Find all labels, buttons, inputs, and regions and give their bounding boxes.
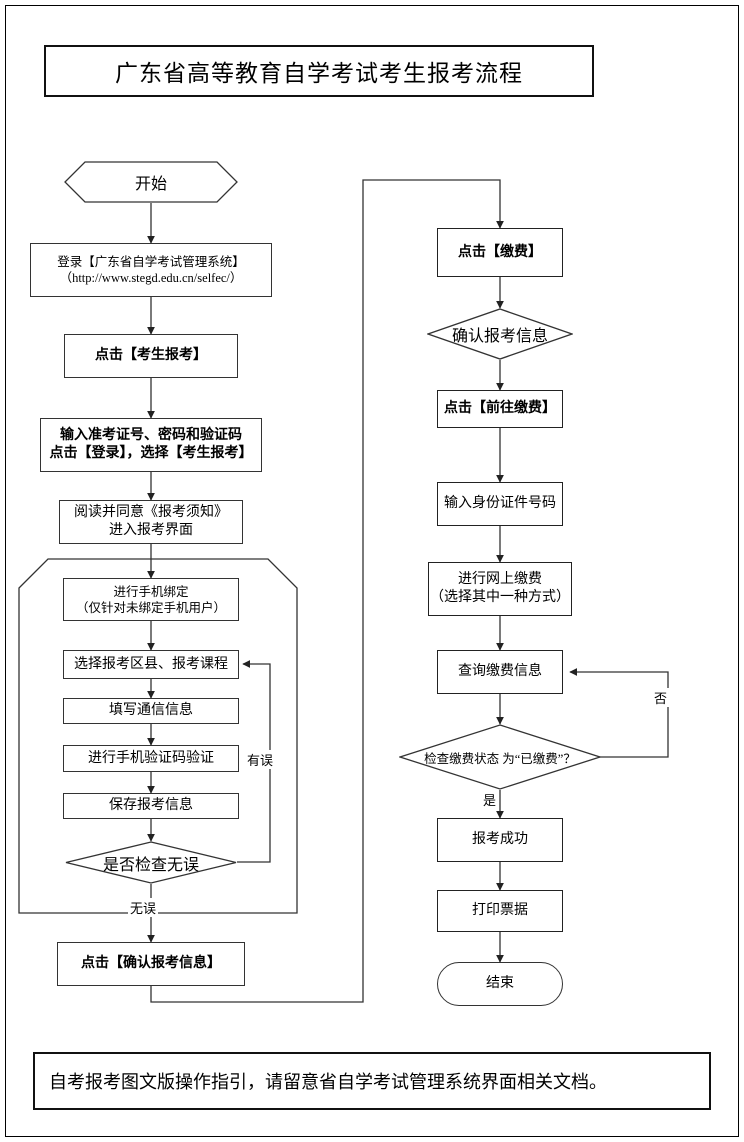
step-click-go-to-payment-label: 点击【前往缴费】 <box>444 401 556 417</box>
start-label: 开始 <box>134 176 167 193</box>
decision-payment-status: 检查缴费状态 为“已缴费”？ <box>399 724 601 790</box>
step-online-payment-label: 进行网上缴费 （选择其中一种方式） <box>430 572 570 605</box>
step-click-payment: 点击【缴费】 <box>437 228 563 277</box>
page-title-text: 广东省高等教育自学考试考生报考流程 <box>115 61 523 86</box>
edge-label-yes: 是 <box>481 790 499 809</box>
step-enter-credentials: 输入准考证号、密码和验证码 点击【登录】，选择【考生报考】 <box>40 418 262 472</box>
step-online-payment: 进行网上缴费 （选择其中一种方式） <box>428 562 572 616</box>
step-registration-success: 报考成功 <box>437 818 563 862</box>
start-terminator: 开始 <box>64 161 238 203</box>
step-query-payment-info-label: 查询缴费信息 <box>458 664 542 680</box>
step-confirm-registration-info: 点击【确认报考信息】 <box>57 942 245 986</box>
step-login-system-label: 登录【广东省自学考试管理系统】 （http://www.stegd.edu.cn… <box>57 255 245 285</box>
step-login-system: 登录【广东省自学考试管理系统】 （http://www.stegd.edu.cn… <box>30 243 272 297</box>
edge-label-no: 否 <box>652 688 670 707</box>
decision-check-correct-label: 是否检查无误 <box>102 856 199 874</box>
step-confirm-registration-info-label: 点击【确认报考信息】 <box>81 956 221 972</box>
page-title: 广东省高等教育自学考试考生报考流程 <box>44 45 594 97</box>
step-enter-id-number-label: 输入身份证件号码 <box>444 496 556 512</box>
step-query-payment-info: 查询缴费信息 <box>437 650 563 694</box>
footer-note-text: 自考报考图文版操作指引，请留意省自学考试管理系统界面相关文档。 <box>49 1072 607 1092</box>
decision-confirm-registration-info-label: 确认报考信息 <box>451 328 548 345</box>
step-enter-credentials-label: 输入准考证号、密码和验证码 点击【登录】，选择【考生报考】 <box>49 428 253 461</box>
decision-payment-status-label: 检查缴费状态 为“已缴费”？ <box>424 751 576 766</box>
step-enter-id-number: 输入身份证件号码 <box>437 482 563 526</box>
step-fill-contact-info: 填写通信信息 <box>63 698 239 724</box>
step-print-receipt: 打印票据 <box>437 890 563 932</box>
step-read-agree-notice-label: 阅读并同意《报考须知》 进入报考界面 <box>74 505 228 538</box>
edge-label-has-error: 有误 <box>245 750 276 769</box>
step-click-candidate-registration: 点击【考生报考】 <box>64 334 238 378</box>
footer-note: 自考报考图文版操作指引，请留意省自学考试管理系统界面相关文档。 <box>33 1052 711 1110</box>
step-fill-contact-info-label: 填写通信信息 <box>109 703 193 719</box>
step-print-receipt-label: 打印票据 <box>472 903 528 919</box>
step-save-registration-info: 保存报考信息 <box>63 793 239 819</box>
step-registration-success-label: 报考成功 <box>472 832 528 848</box>
step-read-agree-notice: 阅读并同意《报考须知》 进入报考界面 <box>59 500 243 544</box>
edge-label-no-error: 无误 <box>128 898 159 917</box>
step-sms-code-verification: 进行手机验证码验证 <box>63 745 239 772</box>
step-save-registration-info-label: 保存报考信息 <box>109 798 193 814</box>
step-mobile-binding: 进行手机绑定 （仅针对未绑定手机用户） <box>63 578 239 621</box>
step-click-candidate-registration-label: 点击【考生报考】 <box>95 348 207 364</box>
step-click-go-to-payment: 点击【前往缴费】 <box>437 390 563 428</box>
end-terminator: 结束 <box>437 962 563 1006</box>
outer-frame <box>5 5 739 1137</box>
step-select-district-courses: 选择报考区县、报考课程 <box>63 650 239 679</box>
step-select-district-courses-label: 选择报考区县、报考课程 <box>74 656 228 672</box>
decision-check-correct: 是否检查无误 <box>65 841 237 884</box>
step-mobile-binding-label: 进行手机绑定 （仅针对未绑定手机用户） <box>75 584 226 615</box>
step-click-payment-label: 点击【缴费】 <box>458 244 542 260</box>
step-sms-code-verification-label: 进行手机验证码验证 <box>88 750 214 766</box>
decision-confirm-registration-info: 确认报考信息 <box>427 308 573 360</box>
end-terminator-label: 结束 <box>486 976 514 992</box>
